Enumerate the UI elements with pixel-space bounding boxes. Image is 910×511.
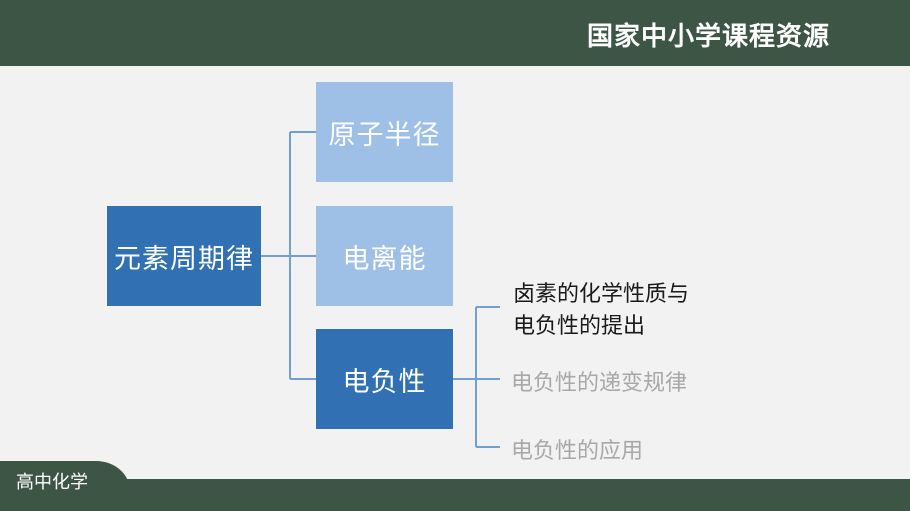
leaf-halogen-line-2: 电负性的提出 bbox=[513, 314, 646, 339]
course-tab bbox=[0, 461, 130, 511]
child-node-electronegativity: 电负性 bbox=[316, 329, 453, 429]
leaf-halogen-properties: 卤素的化学性质与 电负性的提出 bbox=[513, 279, 689, 343]
footer-bar bbox=[0, 479, 910, 511]
root-node: 元素周期律 bbox=[107, 206, 261, 306]
header-bar: 国家中小学课程资源 bbox=[0, 0, 910, 66]
leaf-halogen-line-1: 卤素的化学性质与 bbox=[513, 282, 690, 307]
course-label: 高中化学 bbox=[16, 472, 88, 493]
child-node-atomic-radius: 原子半径 bbox=[316, 82, 453, 182]
leaf-electronegativity-trend: 电负性的递变规律 bbox=[511, 371, 688, 396]
brand-title: 国家中小学课程资源 bbox=[586, 22, 830, 52]
child-node-ionization-energy: 电离能 bbox=[316, 206, 453, 306]
leaf-electronegativity-application: 电负性的应用 bbox=[511, 439, 644, 464]
